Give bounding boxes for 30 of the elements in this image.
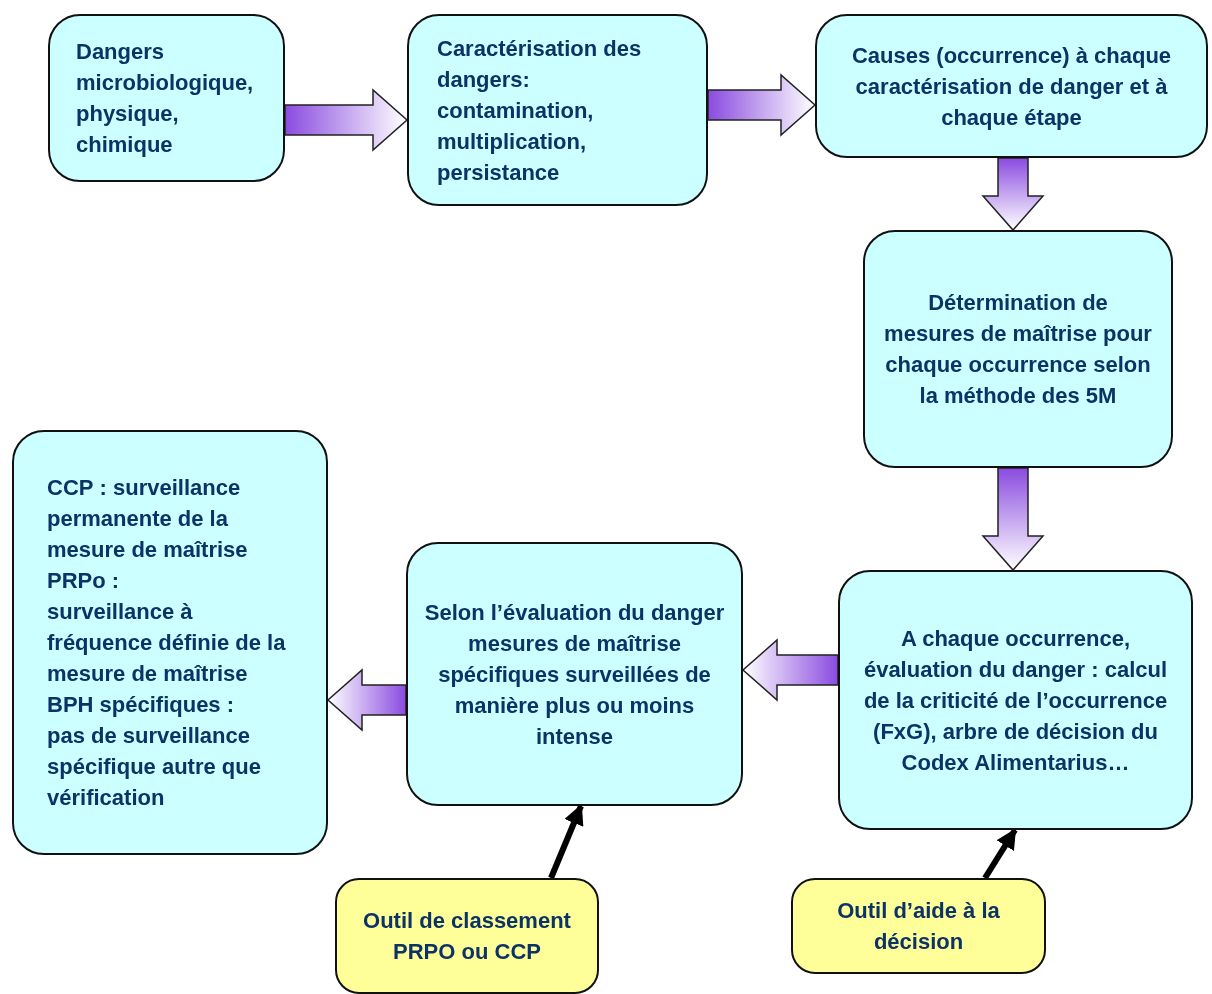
node-text: surveillance à fréquence définie de la mesure de maîtrise xyxy=(47,598,287,688)
process-box xyxy=(863,230,1173,468)
block-arrow xyxy=(981,467,1045,572)
arrow xyxy=(548,804,584,880)
process-box xyxy=(406,542,743,806)
node-text: PRPo : xyxy=(47,567,121,595)
block-arrow xyxy=(326,668,407,732)
node-text: CCP : surveillance permanente de la mesure de maîtrise xyxy=(47,474,249,564)
node-text: BPH spécifiques : xyxy=(47,691,236,719)
process-box xyxy=(407,14,708,206)
node-text: Outil de classement PRPO ou CCP xyxy=(362,907,572,966)
node-text: Détermination de mesures de maîtrise pour chaque occurrence selon la méthode des 5M xyxy=(883,289,1153,410)
process-box xyxy=(48,14,285,182)
process-box xyxy=(335,878,599,994)
process-box xyxy=(791,878,1046,974)
block-arrow xyxy=(981,157,1045,232)
node-text: Causes (occurrence) à chaque caractérisation de danger et à chaque étape xyxy=(850,41,1173,132)
node-text: Caractérisation des dangers: contamination, multiplication, persistance xyxy=(437,34,643,187)
arrow xyxy=(982,828,1018,880)
node-text: A chaque occurrence, évaluation du danger : calcul de la criticité de l’occurrence (FxG), arbre de décision du Codex Alimentarius… xyxy=(862,624,1169,777)
process-box xyxy=(12,430,328,855)
node-text: Dangers microbiologique, physique, chimique xyxy=(76,38,255,159)
node-text: pas de surveillance spécifique autre que vérification xyxy=(47,722,262,812)
node-text: Outil d’aide à la décision xyxy=(836,897,1001,956)
block-arrow xyxy=(707,73,817,137)
process-box xyxy=(838,570,1193,830)
block-arrow xyxy=(741,638,839,702)
node-text: Selon l’évaluation du danger mesures de maîtrise spécifiques surveillées de manière plus ou moins intense xyxy=(423,598,726,751)
block-arrow xyxy=(284,88,409,152)
process-box xyxy=(815,14,1208,158)
